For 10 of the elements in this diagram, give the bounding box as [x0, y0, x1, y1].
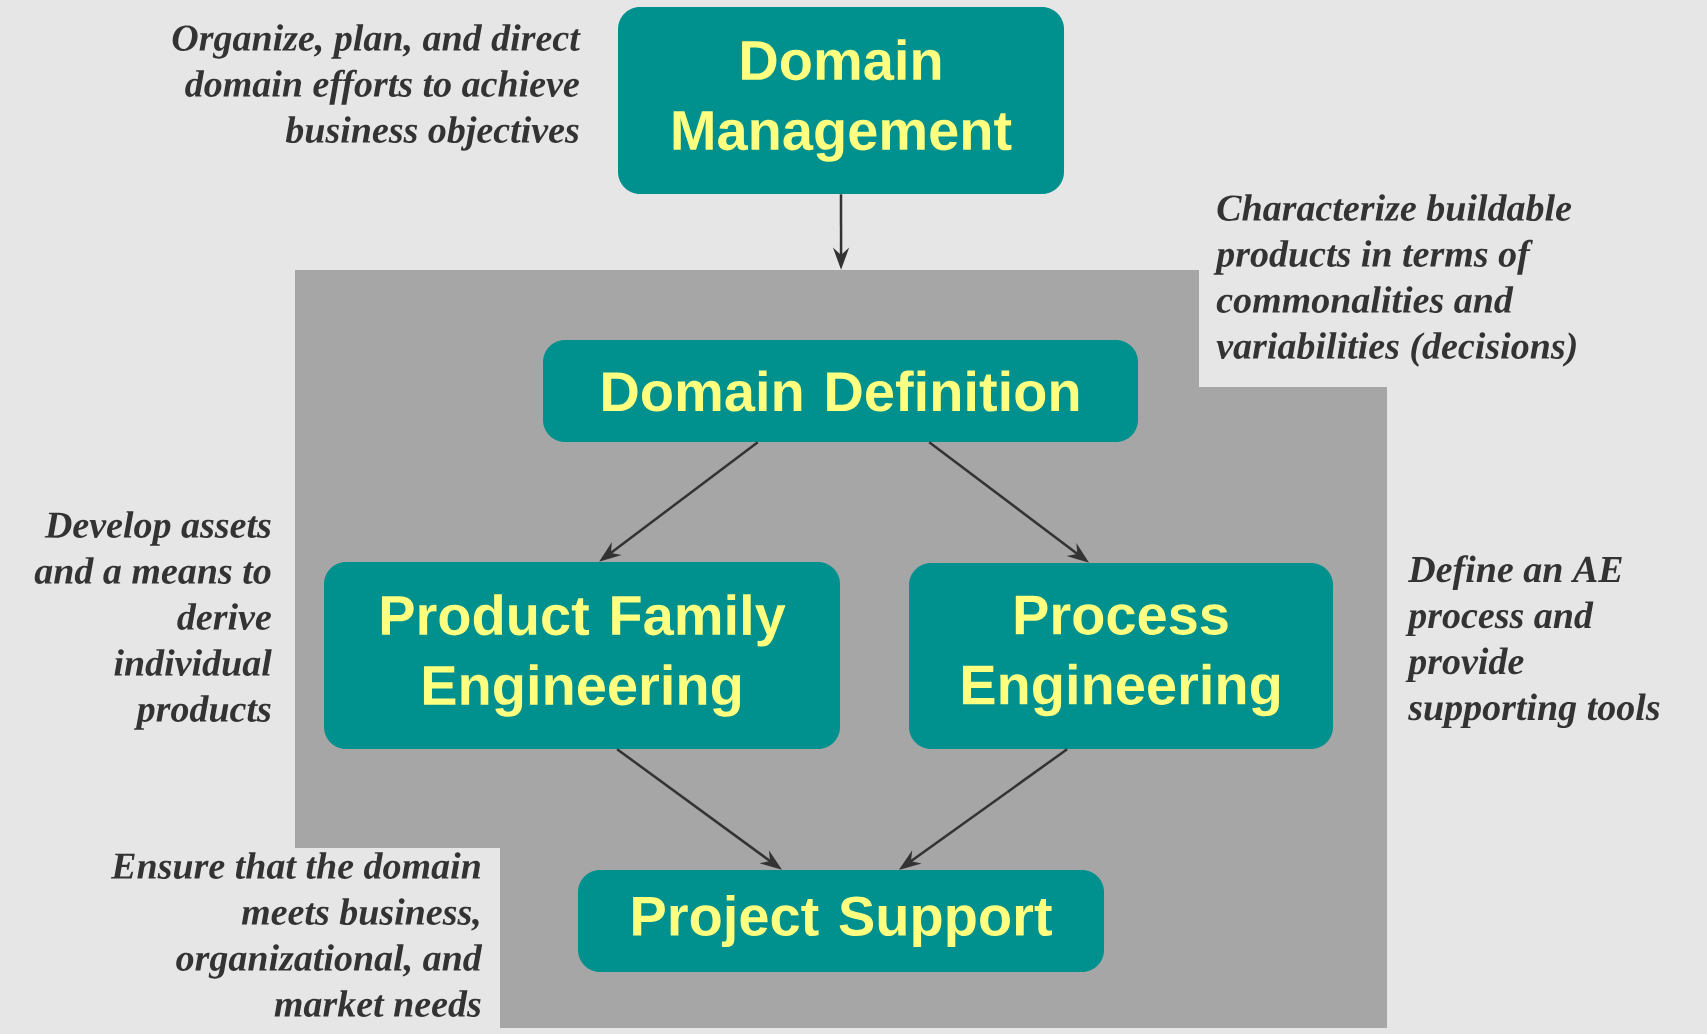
description-text: Develop assets and a means to derive individual products: [34, 511, 272, 730]
process-box: Product Family Engineering: [324, 562, 840, 749]
description-text: Ensure that the domain meets business, organizational, and market needs: [110, 852, 483, 1017]
process-box: Domain Definition: [543, 340, 1138, 442]
description-text: Organize, plan, and direct domain efforts to achieve business objectives: [172, 24, 581, 151]
description-text: Characterize buildable products in terms of commonalities and variabilities (decisions): [1213, 194, 1576, 367]
description-text: Define an AE process and provide supporting tools: [1405, 555, 1660, 729]
process-box: Domain Management: [618, 7, 1064, 194]
process-box: Process Engineering: [909, 563, 1333, 749]
process-box: Project Support: [578, 870, 1104, 972]
